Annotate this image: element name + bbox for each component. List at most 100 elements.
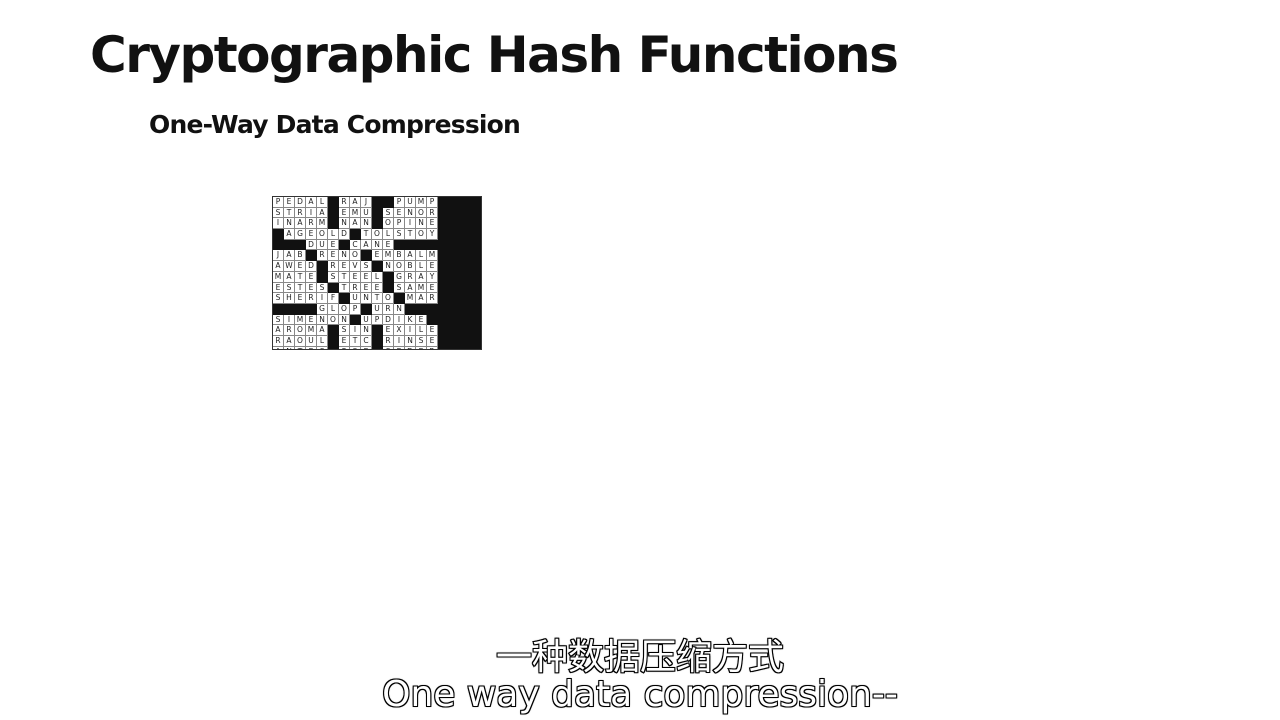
crossword-cell: U: [317, 239, 328, 251]
crossword-cell: [416, 303, 427, 315]
crossword-cell: E: [339, 335, 350, 347]
crossword-cell: N: [339, 218, 350, 230]
crossword-cell: [438, 218, 449, 230]
crossword-cell: O: [350, 250, 361, 262]
crossword-cell: J: [273, 250, 284, 262]
crossword-cell: E: [427, 335, 438, 347]
crossword-cell: S: [273, 314, 284, 326]
crossword-cell: C: [350, 239, 361, 251]
crossword-cell: [438, 229, 449, 240]
crossword-cell: R: [273, 335, 284, 347]
crossword-cell: [449, 314, 460, 326]
crossword-cell: I: [350, 325, 361, 336]
crossword-cell: [471, 229, 481, 240]
crossword-cell: M: [350, 207, 361, 219]
crossword-cell: [383, 271, 394, 283]
crossword-cell: N: [405, 335, 416, 347]
crossword-cell: E: [383, 239, 394, 251]
crossword-cell: O: [328, 314, 339, 326]
crossword-cell: A: [295, 218, 306, 230]
crossword-cell: E: [372, 282, 383, 294]
crossword-cell: [361, 250, 372, 262]
crossword-cell: [449, 293, 460, 304]
crossword-cell: [273, 239, 284, 251]
crossword-cell: N: [405, 207, 416, 219]
crossword-cell: [306, 250, 317, 262]
crossword-cell: [295, 303, 306, 315]
crossword-cell: S: [317, 282, 328, 294]
crossword-cell: [471, 261, 481, 272]
crossword-cell: [328, 346, 339, 349]
crossword-cell: R: [306, 218, 317, 230]
crossword-cell: [449, 218, 460, 230]
caption-english: One way data compression--: [381, 673, 899, 716]
crossword-cell: L: [416, 325, 427, 336]
crossword-cell: T: [350, 335, 361, 347]
crossword-cell: L: [317, 335, 328, 347]
crossword-cell: [460, 282, 471, 294]
crossword-cell: [416, 239, 427, 251]
crossword-cell: [460, 314, 471, 326]
crossword-cell: [449, 250, 460, 262]
crossword-cell: T: [295, 271, 306, 283]
crossword-cell: [471, 207, 481, 219]
crossword-cell: F: [328, 293, 339, 304]
crossword-cell: O: [372, 229, 383, 240]
crossword-cell: R: [317, 250, 328, 262]
crossword-cell: [460, 261, 471, 272]
crossword-cell: [328, 218, 339, 230]
crossword-cell: T: [295, 346, 306, 349]
crossword-cell: T: [405, 229, 416, 240]
crossword-cell: O: [317, 229, 328, 240]
crossword-cell: A: [405, 250, 416, 262]
crossword-cell: [372, 218, 383, 230]
crossword-cell: R: [295, 207, 306, 219]
crossword-cell: [427, 239, 438, 251]
crossword-cell: O: [383, 218, 394, 230]
crossword-cell: N: [339, 250, 350, 262]
crossword-cell: [471, 271, 481, 283]
crossword-cell: M: [383, 250, 394, 262]
crossword-cell: W: [284, 261, 295, 272]
crossword-cell: I: [394, 314, 405, 326]
crossword-cell: [460, 303, 471, 315]
crossword-cell: E: [306, 229, 317, 240]
crossword-cell: [471, 197, 481, 208]
crossword-cell: S: [339, 325, 350, 336]
crossword-cell: E: [361, 282, 372, 294]
crossword-cell: [438, 197, 449, 208]
crossword-cell: M: [405, 293, 416, 304]
crossword-cell: R: [284, 325, 295, 336]
crossword-cell: A: [361, 239, 372, 251]
crossword-cell: P: [273, 197, 284, 208]
crossword-cell: E: [273, 282, 284, 294]
crossword-cell: L: [416, 250, 427, 262]
crossword-cell: L: [328, 303, 339, 315]
crossword-cell: E: [427, 261, 438, 272]
crossword-cell: [438, 325, 449, 336]
crossword-cell: M: [416, 282, 427, 294]
crossword-cell: R: [350, 282, 361, 294]
crossword-cell: [449, 335, 460, 347]
crossword-cell: T: [339, 271, 350, 283]
crossword-cell: U: [350, 293, 361, 304]
crossword-cell: R: [383, 335, 394, 347]
crossword-cell: A: [273, 346, 284, 349]
crossword-cell: S: [284, 282, 295, 294]
crossword-cell: R: [339, 197, 350, 208]
crossword-cell: E: [328, 239, 339, 251]
crossword-cell: [460, 207, 471, 219]
crossword-cell: S: [383, 207, 394, 219]
crossword-cell: [350, 229, 361, 240]
crossword-cell: [460, 325, 471, 336]
crossword-cell: E: [350, 271, 361, 283]
crossword-cell: E: [306, 282, 317, 294]
crossword-cell: A: [416, 293, 427, 304]
crossword-cell: [460, 293, 471, 304]
crossword-cell: S: [416, 335, 427, 347]
crossword-cell: A: [350, 218, 361, 230]
crossword-cell: [438, 303, 449, 315]
crossword-cell: [460, 335, 471, 347]
crossword-cell: O: [383, 293, 394, 304]
